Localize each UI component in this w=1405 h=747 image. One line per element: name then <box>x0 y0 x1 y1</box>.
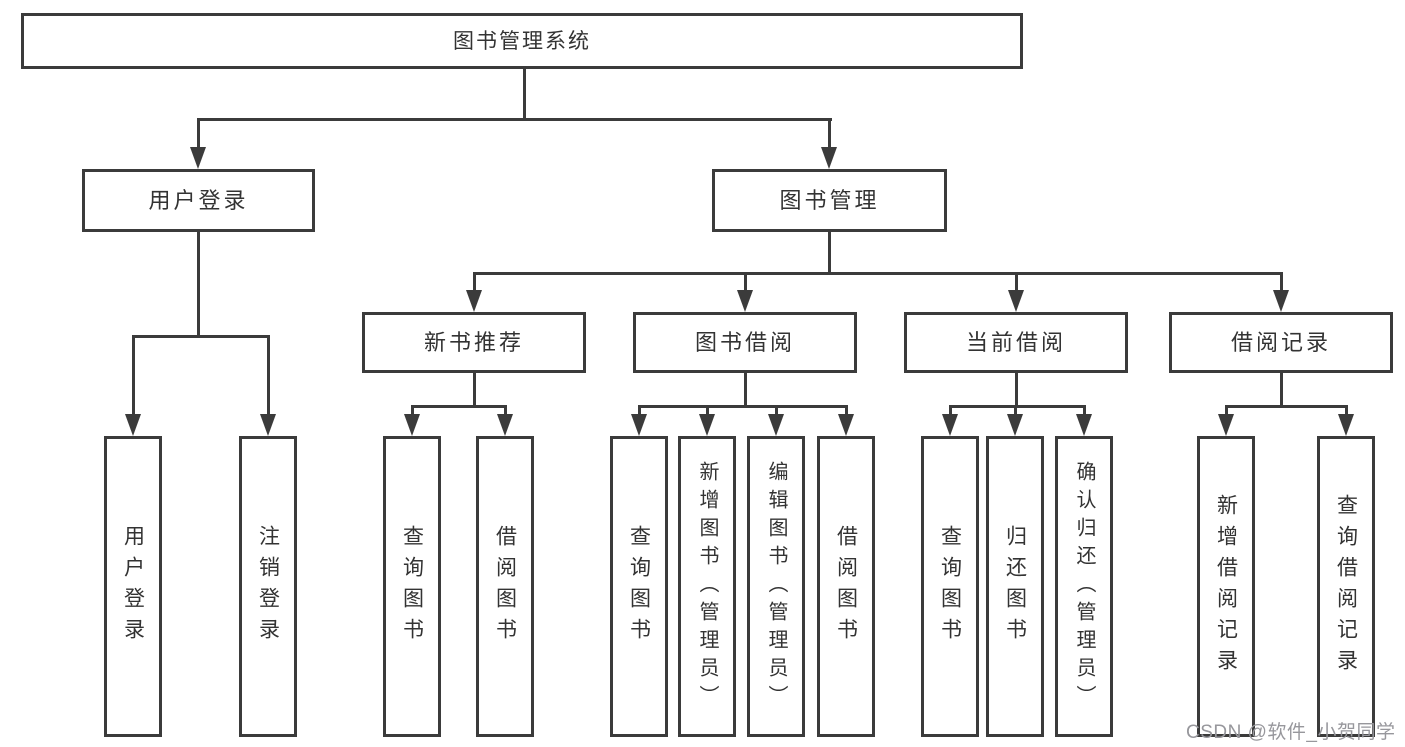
arrowhead-down <box>190 147 206 169</box>
leaf-label: 借阅图书 <box>493 524 517 649</box>
arrowhead-down <box>404 414 420 436</box>
leaf-label: 新增借阅记录 <box>1214 493 1238 680</box>
arrowhead-down <box>631 414 647 436</box>
leaf-borrow-books: 借阅图书 <box>817 436 875 737</box>
arrowhead-down <box>1007 414 1023 436</box>
connector-vline <box>197 232 200 335</box>
watermark: CSDN @软件_小贺同学 <box>1186 722 1396 743</box>
node-library-management-system: 图书管理系统 <box>21 13 1023 69</box>
connector-hline <box>1225 405 1347 408</box>
arrowhead-down <box>466 290 482 312</box>
leaf-query-books-recommend: 查询图书 <box>383 436 441 737</box>
leaf-query-books-current: 查询图书 <box>921 436 979 737</box>
node-borrowing-records: 借阅记录 <box>1169 312 1393 373</box>
node-book-management: 图书管理 <box>712 169 947 232</box>
node-user-login: 用户登录 <box>82 169 315 232</box>
node-new-book-recommendation: 新书推荐 <box>362 312 586 373</box>
node-label: 借阅记录 <box>1230 329 1331 355</box>
node-current-borrowing: 当前借阅 <box>904 312 1128 373</box>
node-label: 用户登录 <box>148 187 249 213</box>
connector-vline <box>775 405 778 417</box>
arrowhead-down <box>942 414 958 436</box>
connector-vline <box>706 405 709 417</box>
connector-vline <box>473 272 476 293</box>
arrowhead-down <box>838 414 854 436</box>
node-label: 图书管理 <box>779 187 880 213</box>
node-book-borrowing: 图书借阅 <box>633 312 857 373</box>
leaf-user-login: 用户登录 <box>104 436 162 737</box>
node-label: 图书管理系统 <box>453 29 591 53</box>
connector-hline <box>411 405 506 408</box>
connector-vline <box>845 405 848 417</box>
arrowhead-down <box>125 414 141 436</box>
connector-vline <box>1083 405 1086 417</box>
leaf-logout: 注销登录 <box>239 436 297 737</box>
leaf-add-book-admin: 新增图书（管理员） <box>678 436 736 737</box>
connector-vline <box>504 405 507 417</box>
leaf-query-books-borrowing: 查询图书 <box>610 436 668 737</box>
leaf-label: 注销登录 <box>256 524 280 649</box>
leaf-return-books: 归还图书 <box>986 436 1044 737</box>
node-label: 图书借阅 <box>694 329 795 355</box>
connector-vline <box>197 118 200 150</box>
leaf-label: 查询借阅记录 <box>1334 493 1358 680</box>
arrowhead-down <box>1218 414 1234 436</box>
connector-vline <box>638 405 641 417</box>
connector-vline <box>473 373 476 405</box>
connector-vline <box>523 69 526 118</box>
arrowhead-down <box>699 414 715 436</box>
leaf-label: 查询图书 <box>938 524 962 649</box>
connector-vline <box>267 335 270 417</box>
node-label: 当前借阅 <box>965 329 1066 355</box>
connector-hline <box>197 118 832 121</box>
arrowhead-down <box>497 414 513 436</box>
leaf-label: 查询图书 <box>627 524 651 649</box>
leaf-label: 确认归还（管理员） <box>1073 460 1095 713</box>
arrowhead-down <box>768 414 784 436</box>
arrowhead-down <box>260 414 276 436</box>
connector-hline <box>132 335 269 338</box>
connector-vline <box>1014 405 1017 417</box>
leaf-label: 归还图书 <box>1003 524 1027 649</box>
connector-vline <box>828 232 831 272</box>
connector-hline <box>949 405 1085 408</box>
leaf-add-borrow-record: 新增借阅记录 <box>1197 436 1255 737</box>
connector-hline <box>473 272 1282 275</box>
connector-vline <box>132 335 135 417</box>
leaf-query-borrow-record: 查询借阅记录 <box>1317 436 1375 737</box>
leaf-borrow-books-recommend: 借阅图书 <box>476 436 534 737</box>
connector-vline <box>1280 272 1283 293</box>
arrowhead-down <box>1008 290 1024 312</box>
arrowhead-down <box>737 290 753 312</box>
connector-vline <box>1015 272 1018 293</box>
connector-vline <box>1015 373 1018 405</box>
connector-vline <box>744 373 747 405</box>
arrowhead-down <box>1076 414 1092 436</box>
connector-hline <box>638 405 847 408</box>
connector-vline <box>411 405 414 417</box>
connector-vline <box>949 405 952 417</box>
connector-vline <box>744 272 747 293</box>
arrowhead-down <box>821 147 837 169</box>
leaf-edit-book-admin: 编辑图书（管理员） <box>747 436 805 737</box>
leaf-confirm-return-admin: 确认归还（管理员） <box>1055 436 1113 737</box>
connector-vline <box>828 118 831 150</box>
node-label: 新书推荐 <box>423 329 524 355</box>
arrowhead-down <box>1273 290 1289 312</box>
leaf-label: 借阅图书 <box>834 524 858 649</box>
connector-vline <box>1225 405 1228 417</box>
connector-vline <box>1280 373 1283 405</box>
leaf-label: 查询图书 <box>400 524 424 649</box>
connector-vline <box>1345 405 1348 417</box>
leaf-label: 新增图书（管理员） <box>696 460 718 713</box>
leaf-label: 用户登录 <box>121 524 145 649</box>
arrowhead-down <box>1338 414 1354 436</box>
leaf-label: 编辑图书（管理员） <box>765 460 787 713</box>
